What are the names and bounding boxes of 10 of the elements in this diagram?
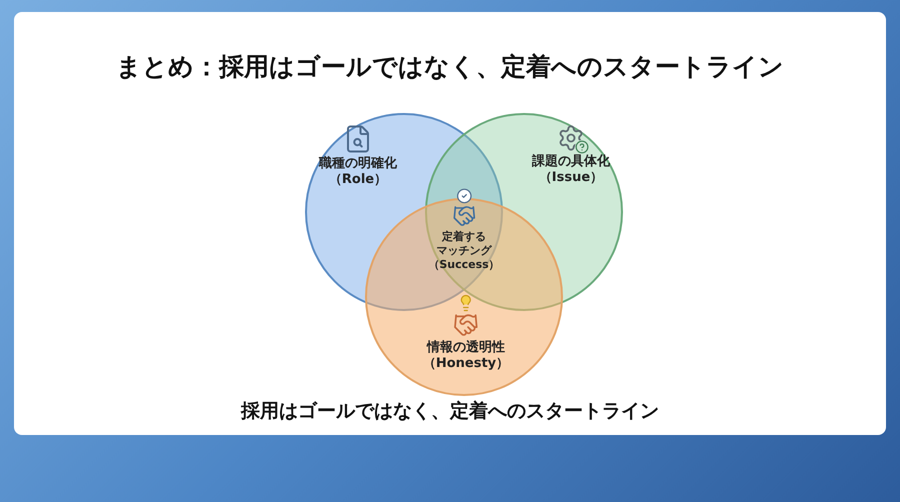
venn-label: （Issue） (538, 170, 604, 186)
venn-label: 課題の具体化 (532, 154, 610, 170)
venn-label: （Honesty） (422, 356, 510, 372)
caption: 採用はゴールではなく、定着へのスタートライン (240, 399, 660, 424)
venn-label: （Success） (428, 258, 500, 272)
venn-label: 職種の明確化 (319, 156, 397, 172)
venn-label: 定着するマッチング (436, 230, 493, 258)
venn-label: 情報の透明性 (427, 340, 505, 356)
title: まとめ：採用はゴールではなく、定着へのスタートライン (115, 51, 785, 83)
venn-label: （Role） (328, 172, 388, 188)
